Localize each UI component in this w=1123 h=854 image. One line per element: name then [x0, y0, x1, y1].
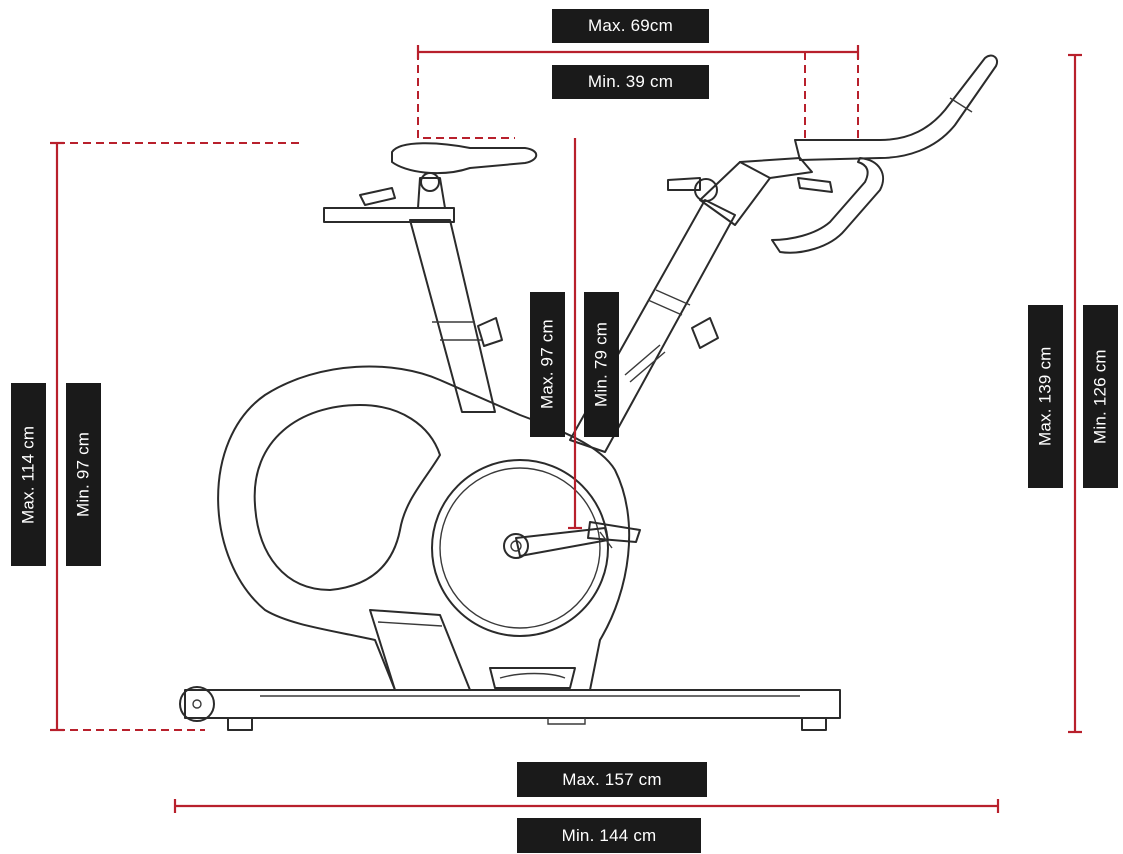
total-height-min-label: Min. 126 cm: [1083, 305, 1118, 488]
reach-dimension-line: [416, 45, 860, 139]
seat-handlebar-max-label: Max. 69cm: [552, 9, 709, 43]
seat-handlebar-min-label: Min. 39 cm: [552, 65, 709, 99]
seat-height-max-label: Max. 114 cm: [11, 383, 46, 566]
total-height-dimension-line: [1068, 53, 1082, 734]
total-height-max-label: Max. 139 cm: [1028, 305, 1063, 488]
crank-seat-min-label: Min. 79 cm: [584, 292, 619, 437]
exercise-bike-illustration: [179, 54, 998, 731]
dimension-lines: [50, 45, 1082, 813]
length-min-label: Min. 144 cm: [517, 818, 701, 853]
crank-seat-max-label: Max. 97 cm: [530, 292, 565, 437]
seat-height-dimension-line: [50, 141, 300, 732]
length-max-label: Max. 157 cm: [517, 762, 707, 797]
crank-seat-dimension-line: [568, 138, 582, 530]
seat-height-min-label: Min. 97 cm: [66, 383, 101, 566]
length-dimension-line: [173, 799, 1000, 813]
